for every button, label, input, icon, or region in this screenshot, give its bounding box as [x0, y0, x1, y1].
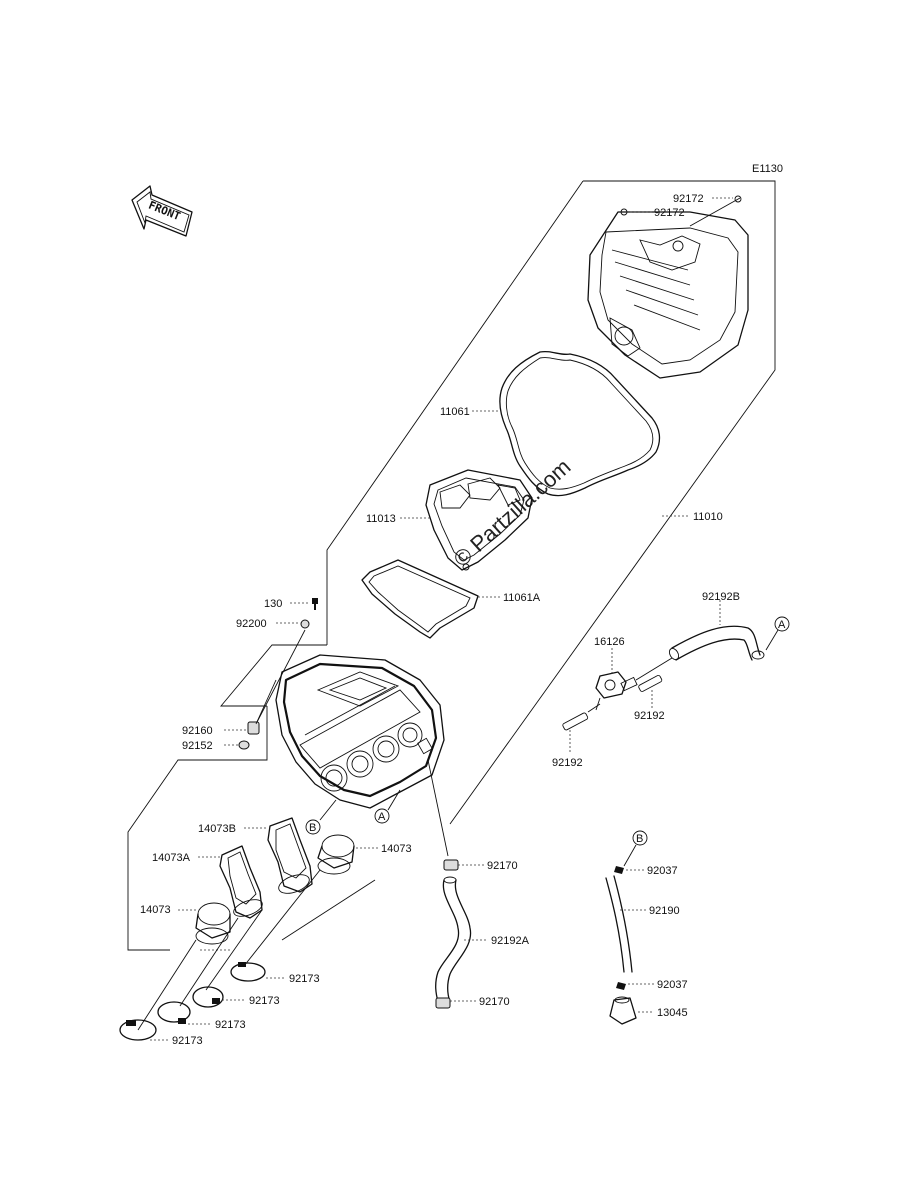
air-filter-element-11013	[425, 469, 533, 571]
callout-14073-a: 14073	[140, 904, 171, 916]
air-cleaner-housing	[275, 654, 445, 809]
callout-92200: 92200	[236, 618, 267, 630]
clamp-92173-d	[119, 1019, 157, 1041]
callout-11010: 11010	[693, 511, 723, 523]
callout-92173-c: 92173	[215, 1019, 246, 1031]
marker-b-1: B	[309, 822, 316, 834]
callout-92173-a: 92173	[289, 973, 320, 985]
marker-a-1: A	[378, 811, 386, 823]
marker-a-circle	[374, 808, 390, 824]
marker-b-circle-2	[632, 830, 648, 846]
duct-14073b	[267, 817, 313, 894]
callout-16126: 16126	[594, 636, 625, 648]
screw-92172-a	[734, 195, 742, 203]
damper-92160	[247, 721, 260, 735]
marker-a-circle-2	[774, 616, 790, 632]
gasket-11061a	[361, 559, 479, 639]
marker-b-2: B	[636, 833, 643, 845]
funnel-14073-b	[317, 834, 355, 875]
clip-92037-a	[614, 866, 624, 874]
callout-92170-b: 92170	[479, 996, 510, 1008]
callout-14073a: 14073A	[152, 852, 191, 864]
collar-92152	[238, 740, 250, 750]
callout-92190: 92190	[649, 905, 680, 917]
clamp-92173-a	[230, 962, 266, 982]
callout-11061: 11061	[440, 406, 470, 418]
clamp-92173-c	[157, 1001, 191, 1024]
callout-92172-b: 92172	[654, 207, 685, 219]
callout-92152: 92152	[182, 740, 213, 752]
plug-13045	[609, 996, 637, 1025]
front-arrow-icon: FRONT	[131, 185, 193, 237]
callout-130: 130	[264, 598, 282, 610]
callout-14073-b: 14073	[381, 843, 412, 855]
hose-92190	[605, 875, 633, 973]
callout-92160: 92160	[182, 725, 213, 737]
callout-92192-a: 92192	[634, 710, 665, 722]
callout-92173-b: 92173	[249, 995, 280, 1007]
air-cleaner-cover	[587, 197, 749, 379]
clip-92037-b	[616, 982, 626, 990]
callout-92037-a: 92037	[647, 865, 678, 877]
washer-92200	[300, 619, 310, 629]
callout-92192b-hose: 92192B	[702, 591, 740, 603]
callout-92173-d: 92173	[172, 1035, 203, 1047]
clamp-92170-b	[435, 997, 451, 1009]
callout-11061a: 11061A	[503, 592, 541, 604]
bolt-130	[312, 598, 318, 610]
watermark: © Partzilla.com	[449, 454, 576, 572]
diagram-code: E1130	[752, 163, 783, 175]
callout-92172-a: 92172	[673, 193, 704, 205]
callout-92037-b: 92037	[657, 979, 688, 991]
funnel-14073-a	[195, 902, 231, 945]
callout-92192-b: 92192	[552, 757, 583, 769]
callout-14073b: 14073B	[198, 823, 236, 835]
clamp-92173-b	[192, 986, 224, 1008]
hose-92192-b	[562, 712, 589, 731]
callout-13045: 13045	[657, 1007, 688, 1019]
marker-a-2: A	[778, 619, 786, 631]
callout-92170-a: 92170	[487, 860, 518, 872]
marker-b-circle	[305, 819, 321, 835]
gasket-11061	[499, 350, 661, 497]
hose-92192-a	[638, 674, 663, 692]
hose-92192a	[435, 876, 472, 1003]
callout-92192a: 92192A	[491, 935, 530, 947]
callout-11013: 11013	[366, 513, 396, 525]
assembly-frame	[127, 180, 776, 951]
clamp-92170-a	[443, 859, 459, 871]
screw-92172-b	[620, 208, 628, 216]
duct-14073a	[219, 845, 263, 919]
hose-92192b	[668, 625, 765, 661]
front-label: FRONT	[147, 199, 183, 224]
valve-16126	[595, 671, 638, 711]
